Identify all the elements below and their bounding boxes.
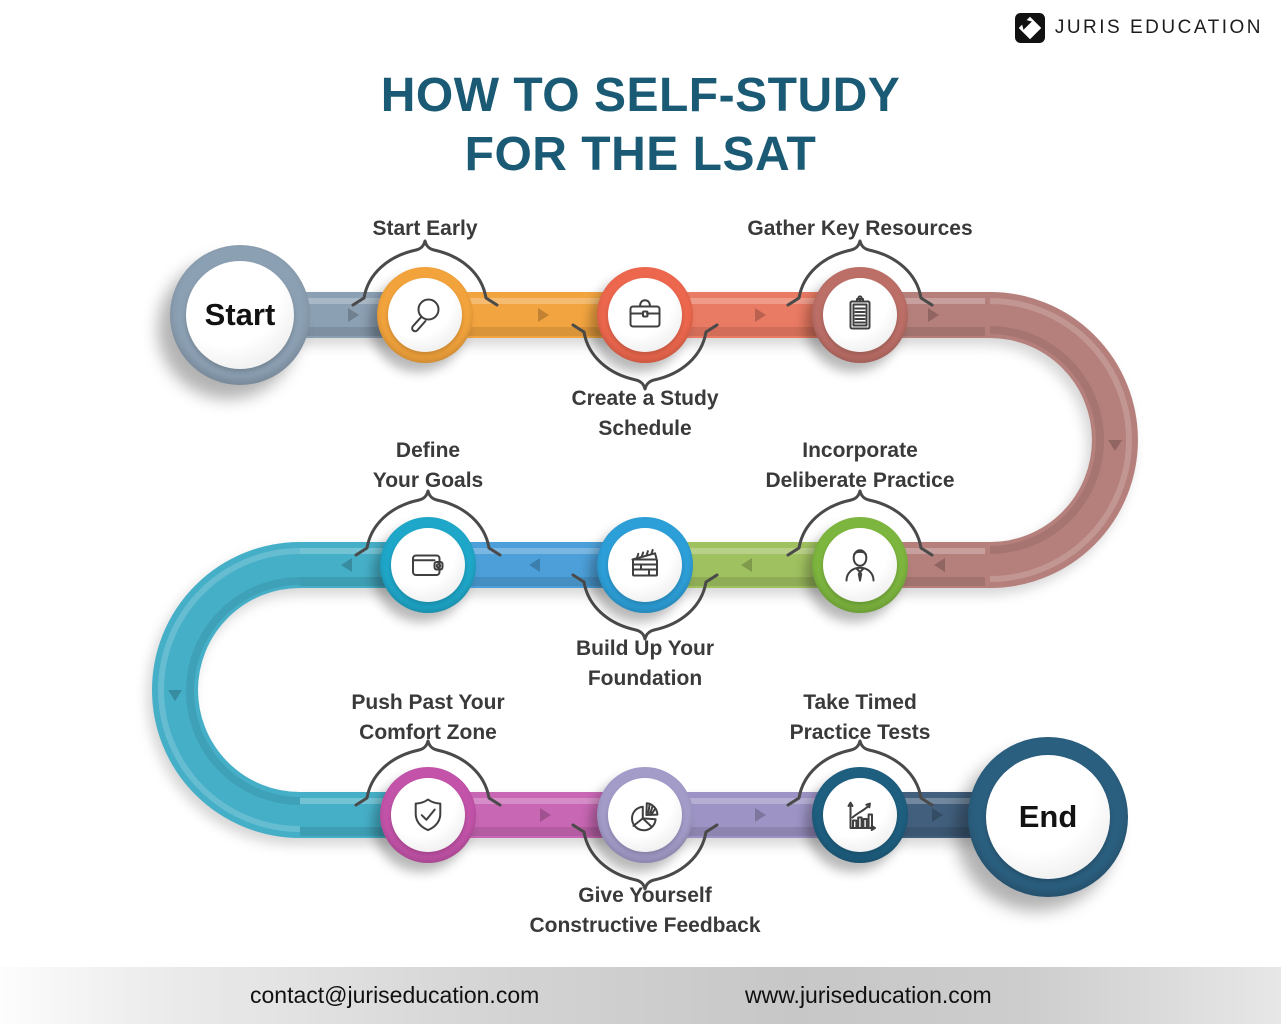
website-url: www.juriseducation.com <box>745 982 992 1008</box>
arrow-right-icon <box>928 308 939 322</box>
end-node: End <box>968 737 1128 897</box>
track-segment-rose-curve <box>855 292 1138 588</box>
title-line-2: FOR THE LSAT <box>464 128 817 181</box>
step-node-build-foundation <box>597 517 693 613</box>
contact-email: contact@juriseducation.com <box>250 982 540 1008</box>
arrow-left-icon <box>934 558 945 572</box>
step-node-comfort-zone <box>380 767 476 863</box>
pie-chart-icon <box>631 802 659 832</box>
arrow-left-icon <box>529 558 540 572</box>
clipboard-icon <box>849 295 871 330</box>
step-node-deliberate-practice <box>812 517 908 613</box>
track-segment-teal-curve <box>152 542 433 838</box>
person-icon <box>845 549 875 582</box>
start-node: Start <box>170 245 310 385</box>
clapperboard-icon <box>631 548 658 577</box>
step-node-start-early <box>377 267 473 363</box>
wallet-icon <box>412 554 444 576</box>
juris-logo-icon <box>1014 13 1045 43</box>
brand-logo: JURIS EDUCATION <box>1014 13 1263 43</box>
footer-bar: contact@juriseducation.com www.juriseduc… <box>0 967 1281 1024</box>
shield-check-icon <box>414 798 442 832</box>
arrow-down-icon <box>168 690 182 701</box>
arrow-right-icon <box>538 308 549 322</box>
step-node-gather-resources <box>812 267 908 363</box>
magnifier-icon <box>411 298 440 333</box>
briefcase-icon <box>629 299 661 328</box>
arrow-left-icon <box>741 558 752 572</box>
arrow-down-icon <box>1108 440 1122 451</box>
step-node-constructive-feedback <box>597 767 693 863</box>
bar-chart-icon <box>847 801 876 831</box>
flow-arrows <box>168 308 1122 822</box>
end-label: End <box>986 755 1110 879</box>
arrow-left-icon <box>341 558 352 572</box>
brand-name: JURIS EDUCATION <box>1054 17 1263 38</box>
arrow-right-icon <box>348 308 359 322</box>
step-node-timed-tests <box>812 767 908 863</box>
start-label: Start <box>186 261 294 369</box>
arrow-right-icon <box>540 808 551 822</box>
title-line-1: HOW TO SELF-STUDY <box>380 69 901 122</box>
step-label-start-early: Start Early <box>372 217 478 240</box>
step-label-gather-resources: Gather Key Resources <box>747 217 973 240</box>
arrow-right-icon <box>755 308 766 322</box>
page-title: HOW TO SELF-STUDY FOR THE LSAT <box>0 66 1281 184</box>
step-node-study-schedule <box>597 267 693 363</box>
arrow-right-icon <box>755 808 766 822</box>
step-node-define-goals <box>380 517 476 613</box>
arrow-right-icon <box>932 808 943 822</box>
